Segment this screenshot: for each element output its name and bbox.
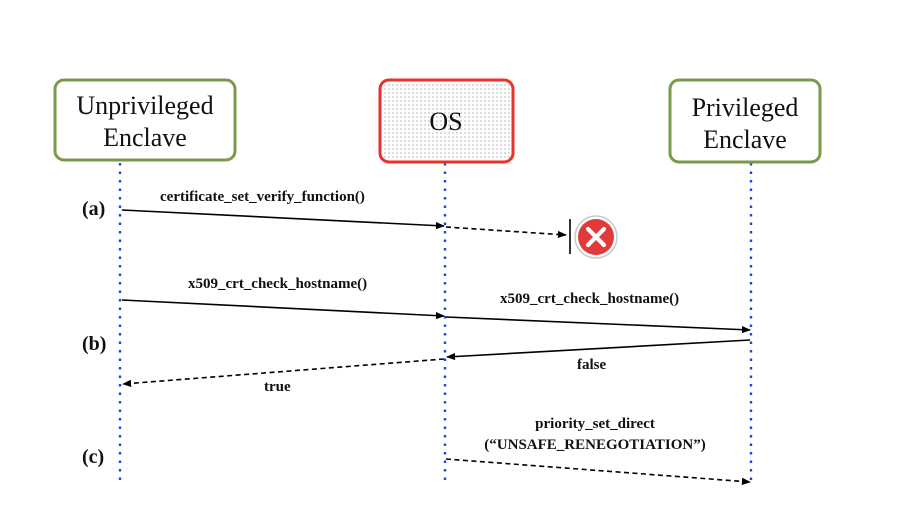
message-b-return-false-arrow (446, 339, 751, 361)
message-a-forward-arrow (445, 226, 567, 239)
participant-privileged-enclave: Privileged Enclave (668, 78, 822, 164)
message-c-arrow (445, 458, 751, 485)
message-b-return-false-label: false (577, 357, 607, 373)
step-label-a: (a) (82, 198, 105, 220)
step-label-c: (c) (82, 446, 104, 468)
message-a-label: certificate_set_verify_function() (160, 189, 365, 205)
participant-privileged-line1: Privileged (692, 93, 799, 122)
participant-privileged-line2: Enclave (703, 125, 787, 154)
message-a-arrow (121, 209, 445, 230)
message-c-label-line1: priority_set_direct (535, 416, 655, 432)
participant-os-label: OS (429, 107, 462, 136)
participant-unprivileged-line2: Enclave (103, 123, 187, 152)
message-b-return-true-arrow (122, 358, 445, 387)
participant-unprivileged-line1: Unprivileged (76, 91, 213, 120)
message-b2-label: x509_crt_check_hostname() (500, 291, 679, 307)
message-b1-label: x509_crt_check_hostname() (188, 276, 367, 292)
participant-os: OS (378, 78, 515, 164)
message-c-label-line2: (“UNSAFE_RENEGOTIATION”) (484, 437, 705, 453)
message-b-return-true-label: true (264, 379, 291, 395)
step-label-b: (b) (82, 333, 106, 355)
message-b1-arrow (121, 299, 445, 320)
message-b2-arrow (445, 316, 751, 334)
participant-unprivileged-enclave: Unprivileged Enclave (53, 78, 237, 162)
x-circle-icon (574, 215, 618, 259)
